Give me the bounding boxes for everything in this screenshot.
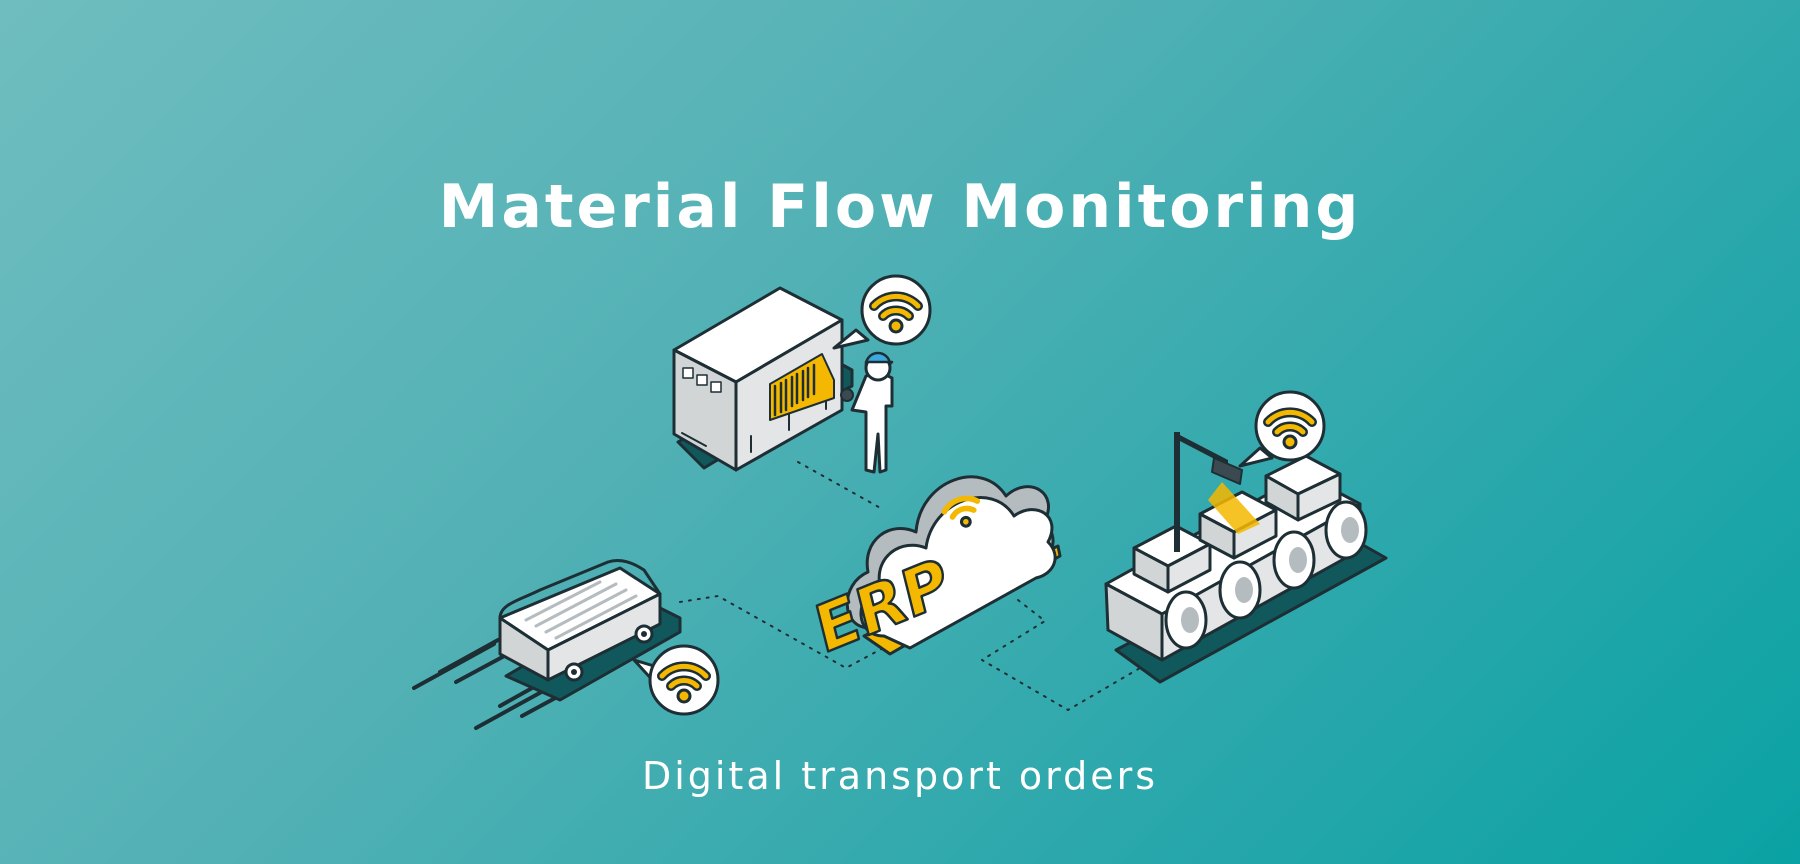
agv-vehicle-icon bbox=[412, 558, 682, 730]
barcode-icon bbox=[769, 353, 835, 421]
wifi-icon bbox=[632, 644, 720, 716]
wifi-icon bbox=[941, 495, 981, 528]
page-subtitle: Digital transport orders bbox=[641, 754, 1159, 798]
page-title: Material Flow Monitoring bbox=[438, 172, 1362, 242]
cloud-icon bbox=[845, 475, 1062, 656]
connection-lines bbox=[679, 461, 1141, 711]
wifi-icon bbox=[832, 274, 932, 350]
scanner-icon bbox=[1174, 432, 1260, 552]
wifi-icon bbox=[1238, 390, 1326, 468]
worker-icon bbox=[840, 351, 894, 474]
package-icon bbox=[1264, 454, 1342, 522]
